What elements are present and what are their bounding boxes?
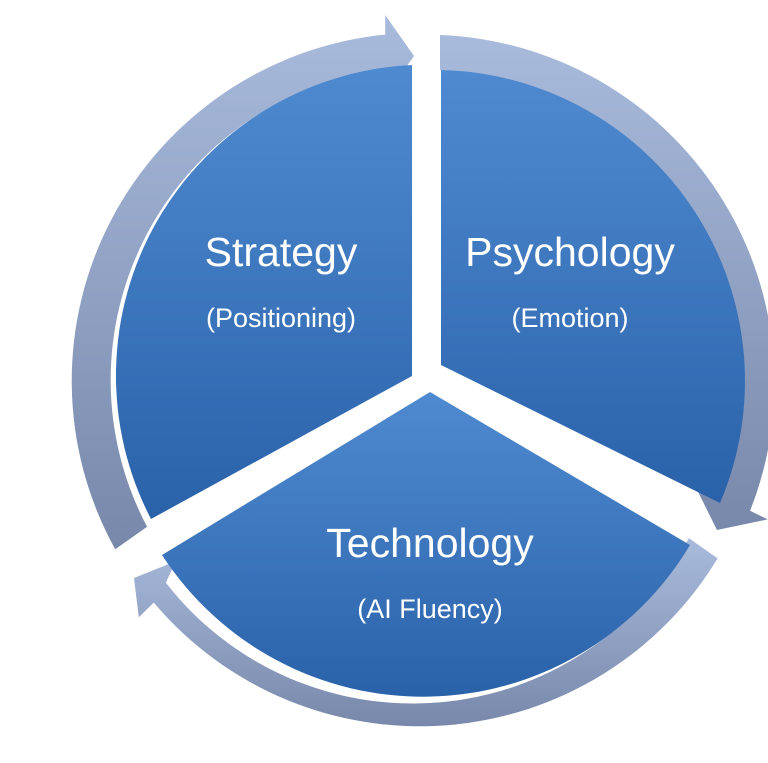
segment-labels: Strategy (Positioning) Psychology (Emoti… xyxy=(205,229,676,624)
arrow-technology-to-strategy xyxy=(134,538,718,727)
technology-title: Technology xyxy=(326,520,534,566)
arrow-psychology-to-technology xyxy=(440,35,768,530)
segment-technology xyxy=(162,392,690,697)
segment-psychology xyxy=(441,70,745,503)
psychology-title: Psychology xyxy=(465,229,675,275)
technology-subtitle: (AI Fluency) xyxy=(357,594,503,624)
strategy-subtitle: (Positioning) xyxy=(206,303,356,333)
strategy-title: Strategy xyxy=(205,229,358,275)
psychology-subtitle: (Emotion) xyxy=(511,303,628,333)
segment-strategy xyxy=(115,65,413,519)
pie-segments xyxy=(115,65,745,697)
